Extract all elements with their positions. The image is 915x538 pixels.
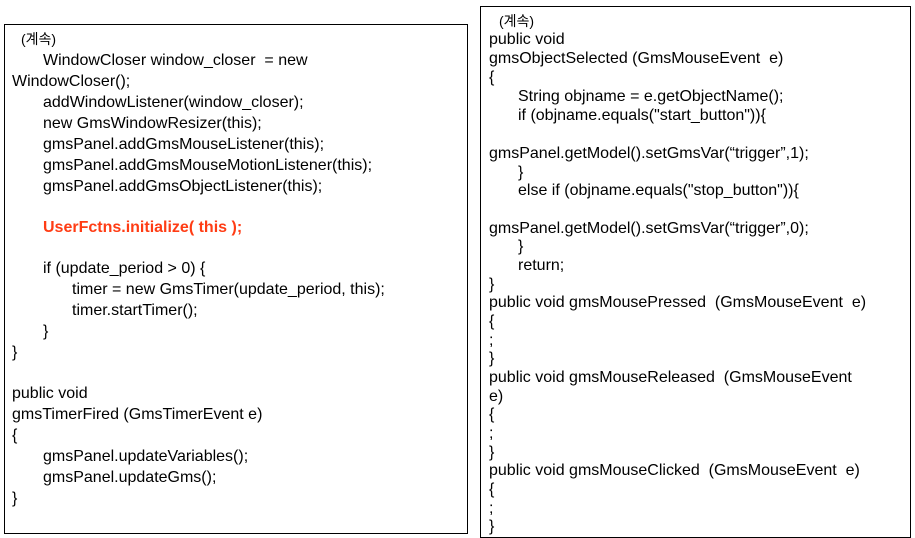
code-line: String objname = e.getObjectName(); xyxy=(518,88,784,105)
continued-label: (계속) xyxy=(21,31,57,47)
code-panel-right: (계속) public void gmsObjectSelected (GmsM… xyxy=(480,6,911,538)
code-line: } xyxy=(12,490,18,507)
code-line: public void gmsMouseReleased (GmsMouseEv… xyxy=(489,369,852,386)
code-line: } xyxy=(518,164,524,181)
code-line: timer.startTimer(); xyxy=(72,302,198,319)
code-line: gmsPanel.updateVariables(); xyxy=(43,448,249,465)
code-line: gmsPanel.getModel().setGmsVar(“trigger”,… xyxy=(489,145,809,162)
code-line: { xyxy=(489,481,495,498)
code-line: } xyxy=(489,444,495,461)
code-line: { xyxy=(489,313,495,330)
code-line: } xyxy=(489,350,495,367)
code-line: ; xyxy=(489,332,494,349)
code-line: WindowCloser window_closer = new xyxy=(43,52,308,69)
code-line: gmsPanel.updateGms(); xyxy=(43,469,217,486)
code-line: new GmsWindowResizer(this); xyxy=(43,115,262,132)
code-line: { xyxy=(489,406,495,423)
code-line: WindowCloser(); xyxy=(12,73,131,90)
code-line: public void gmsMousePressed (GmsMouseEve… xyxy=(489,294,867,311)
code-line: gmsTimerFired (GmsTimerEvent e) xyxy=(12,406,263,423)
code-line: gmsPanel.addGmsMouseMotionListener(this)… xyxy=(43,157,373,174)
code-line: gmsPanel.addGmsObjectListener(this); xyxy=(43,178,323,195)
code-line: ; xyxy=(489,500,494,517)
code-line: addWindowListener(window_closer); xyxy=(43,94,304,111)
code-line: { xyxy=(12,427,18,444)
code-line: public void xyxy=(489,31,565,48)
code-line: } xyxy=(518,238,524,255)
code-line: e) xyxy=(489,388,504,405)
code-panel-left: (계속) WindowCloser window_closer = new Wi… xyxy=(4,24,468,534)
code-line: if (objname.equals("start_button")){ xyxy=(518,107,766,124)
code-line: { xyxy=(489,69,495,86)
code-line: } xyxy=(489,276,495,293)
code-line: return; xyxy=(518,257,565,274)
code-line: public void xyxy=(12,385,88,402)
highlighted-code-line: UserFctns.initialize( this ); xyxy=(43,219,243,236)
code-line: gmsPanel.addGmsMouseListener(this); xyxy=(43,136,325,153)
code-line: if (update_period > 0) { xyxy=(43,260,206,277)
code-line: else if (objname.equals("stop_button")){ xyxy=(518,182,799,199)
continued-label: (계속) xyxy=(499,13,535,29)
code-line: } xyxy=(43,323,49,340)
code-line: } xyxy=(12,344,18,361)
code-line: gmsObjectSelected (GmsMouseEvent e) xyxy=(489,50,784,67)
code-line: gmsPanel.getModel().setGmsVar(“trigger”,… xyxy=(489,220,809,237)
code-line: timer = new GmsTimer(update_period, this… xyxy=(72,281,385,298)
code-line: public void gmsMouseClicked (GmsMouseEve… xyxy=(489,462,860,479)
code-line: ; xyxy=(489,425,494,442)
code-line: } xyxy=(489,518,495,535)
